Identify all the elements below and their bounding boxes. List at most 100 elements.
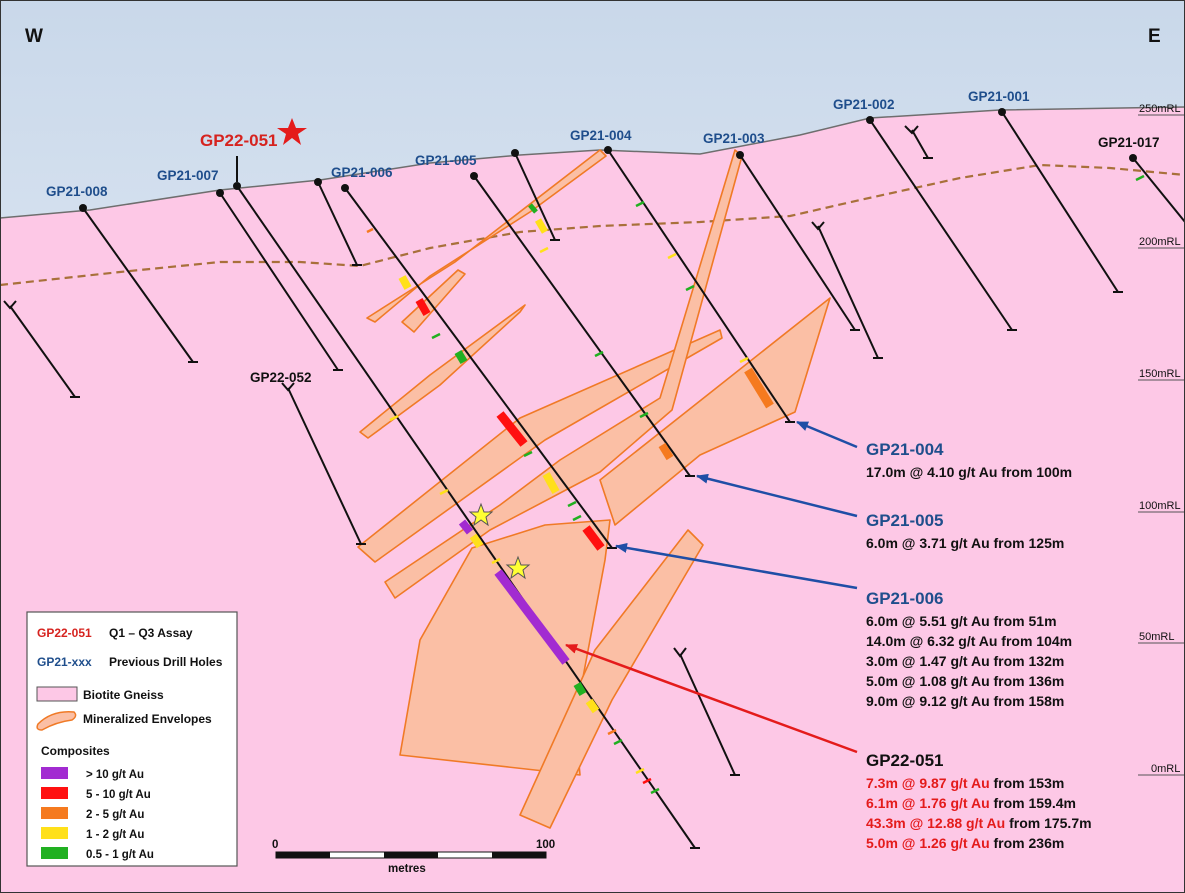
composite-swatch <box>41 787 68 799</box>
highlight-stars <box>468 502 531 580</box>
callout-result-line: 9.0m @ 9.12 g/t Au from 158m <box>866 693 1064 709</box>
callout-result-line: 6.1m @ 1.76 g/t Au from 159.4m <box>866 795 1076 811</box>
legend-envelope-swatch <box>36 711 77 731</box>
composite-swatch <box>41 827 68 839</box>
callout-result-line: 7.3m @ 9.87 g/t Au from 153m <box>866 775 1064 791</box>
envelope-4 <box>357 329 723 563</box>
wedge-collar-symbols <box>3 125 919 658</box>
hole-gp22-052 <box>287 387 362 545</box>
rl-label-0: 0mRL <box>1151 763 1180 775</box>
composites-other-holes <box>528 203 774 461</box>
envelope-8 <box>519 529 704 829</box>
composite-label: 2 - 5 g/t Au <box>86 809 144 821</box>
callout-depth: from 159.4m <box>990 795 1076 811</box>
hole-gp22-051 <box>236 185 696 849</box>
callout-result-line: 5.0m @ 1.26 g/t Au from 236m <box>866 835 1064 851</box>
legend-envelope-label: Mineralized Envelopes <box>83 712 212 726</box>
callout-depth: from 175.7m <box>1005 815 1091 831</box>
rl-label-200: 200mRL <box>1139 236 1181 248</box>
composites-gp21-006 <box>454 349 605 551</box>
envelope-3 <box>359 304 526 439</box>
mineralized-envelopes <box>357 149 831 829</box>
hole-label-gp21-008: GP21-008 <box>46 184 108 199</box>
callout-result-line: 3.0m @ 1.47 g/t Au from 132m <box>866 653 1064 669</box>
hole-near-003-short <box>911 129 929 159</box>
callout-result-line: 5.0m @ 1.08 g/t Au from 136m <box>866 673 1064 689</box>
hole-label-gp21-002: GP21-002 <box>833 97 895 112</box>
callout-arrow-gp21-006 <box>615 542 858 590</box>
scale-bar: 0 100 metres <box>272 839 555 875</box>
rl-label-100: 100mRL <box>1139 500 1181 512</box>
topography-line <box>0 106 1185 219</box>
composite-swatch <box>41 807 68 819</box>
legend-gneiss-swatch <box>36 686 78 702</box>
hole-gp21-005 <box>473 175 691 477</box>
callout-title: GP21-004 <box>866 440 944 459</box>
callout-depth: from 236m <box>990 835 1065 851</box>
hole-gp21-002 <box>869 119 1013 331</box>
end-of-hole-ticks <box>70 157 1123 849</box>
composite-label: 0.5 - 1 g/t Au <box>86 849 154 861</box>
composites-gp22-051 <box>398 275 600 714</box>
callout-gp21-004: GP21-004 17.0m @ 4.10 g/t Au from 100m <box>866 440 1072 480</box>
hole-label-gp21-004: GP21-004 <box>570 128 632 143</box>
hole-label-gp22-052: GP22-052 <box>250 370 312 385</box>
composite-swatch <box>41 767 68 779</box>
callout-title: GP21-006 <box>866 589 944 608</box>
hole-gp21-003 <box>739 154 856 331</box>
hole-near-002 <box>817 225 879 359</box>
envelope-2 <box>401 269 466 333</box>
hole-gp21-006 <box>344 187 613 549</box>
hole-label-gp21-007: GP21-007 <box>157 168 219 183</box>
legend-current-code: GP22-051 <box>37 626 92 640</box>
rl-label-150: 150mRL <box>1139 368 1181 380</box>
legend-previous-desc: Previous Drill Holes <box>109 655 223 669</box>
drill-holes <box>9 111 1185 849</box>
biotite-gneiss-body <box>0 107 1185 893</box>
west-label: W <box>25 26 43 47</box>
callout-result-line: 43.3m @ 12.88 g/t Au from 175.7m <box>866 815 1092 831</box>
composite-swatch <box>41 847 68 859</box>
envelope-6 <box>599 297 831 526</box>
star-icon <box>505 555 531 580</box>
scale-end-label: 100 <box>536 839 555 851</box>
callout-title: GP21-005 <box>866 511 944 530</box>
callout-arrow-gp21-005 <box>696 473 858 518</box>
hole-gp21-007 <box>219 192 339 371</box>
rl-label-50: 50mRL <box>1139 631 1174 643</box>
callout-result-line: 14.0m @ 6.32 g/t Au from 104m <box>866 633 1072 649</box>
hole-gp21-004 <box>607 149 791 423</box>
composite-label: 1 - 2 g/t Au <box>86 829 144 841</box>
composite-label: 5 - 10 g/t Au <box>86 789 151 801</box>
new-hole-star-icon <box>277 118 307 145</box>
hole-label-gp21-006: GP21-006 <box>331 165 393 180</box>
collar-markers <box>79 108 1137 212</box>
hole-gp21-008 <box>82 207 194 363</box>
hole-label-gp21-003: GP21-003 <box>703 131 765 146</box>
scale-unit-label: metres <box>388 863 426 875</box>
scale-start-label: 0 <box>272 839 278 851</box>
callout-grade: 7.3m @ 9.87 g/t Au <box>866 775 990 791</box>
legend-gneiss-label: Biotite Gneiss <box>83 688 164 702</box>
east-label: E <box>1148 26 1161 47</box>
legend: GP22-051 Q1 – Q3 Assay GP21-xxx Previous… <box>26 611 238 867</box>
envelope-1 <box>366 149 607 323</box>
legend-previous-code: GP21-xxx <box>37 655 92 669</box>
hole-left-edge <box>9 305 76 398</box>
hole-label-gp22-051: GP22-051 <box>200 131 278 150</box>
callout-gp22-051: GP22-051 7.3m @ 9.87 g/t Au from 153m 6.… <box>866 751 1092 851</box>
callout-grade: 5.0m @ 1.26 g/t Au <box>866 835 990 851</box>
legend-current-desc: Q1 – Q3 Assay <box>109 626 193 640</box>
hole-gp21-017 <box>1132 157 1185 223</box>
callout-gp21-005: GP21-005 6.0m @ 3.71 g/t Au from 125m <box>866 511 1064 551</box>
callout-arrow-gp21-004 <box>796 420 858 449</box>
callout-grade: 6.1m @ 1.76 g/t Au <box>866 795 990 811</box>
callout-result-line: 6.0m @ 3.71 g/t Au from 125m <box>866 535 1064 551</box>
callout-result-line: 6.0m @ 5.51 g/t Au from 51m <box>866 613 1057 629</box>
callout-depth: from 153m <box>990 775 1065 791</box>
callout-arrow-gp22-051 <box>565 643 858 754</box>
hole-label-gp21-001: GP21-001 <box>968 89 1030 104</box>
star-icon <box>468 502 494 527</box>
